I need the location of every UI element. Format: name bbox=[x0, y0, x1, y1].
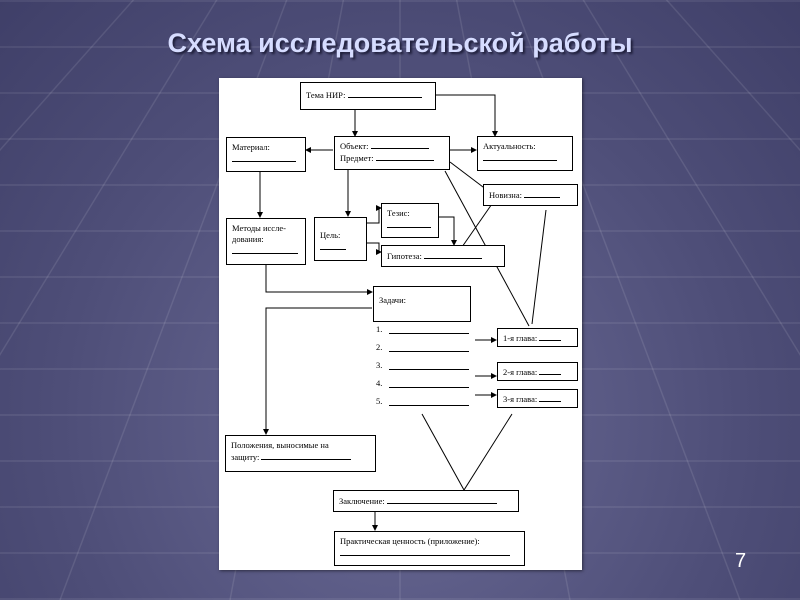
hypothesis-label: Гипотеза: bbox=[387, 251, 422, 261]
task-number-3: 3. bbox=[376, 360, 383, 370]
task-line-1 bbox=[389, 333, 469, 334]
chapter3-label: 3-я глава: bbox=[503, 394, 538, 404]
topic-box: Тема НИР: bbox=[300, 82, 436, 110]
relevance-box: Актуальность: bbox=[477, 136, 573, 171]
chapter2-box: 2-я глава: bbox=[497, 362, 578, 381]
arrow-tasks-defense bbox=[263, 307, 372, 435]
methods-label-line1: Методы иссле- bbox=[232, 223, 286, 233]
link-novelty-chapter1 bbox=[531, 209, 547, 325]
link-novelty-hypothesis bbox=[461, 200, 495, 248]
research-scheme-diagram: Тема НИР: Материал: Объект: Предмет: Акт… bbox=[219, 78, 582, 570]
relevance-label: Актуальность: bbox=[483, 141, 536, 151]
object-subject-box: Объект: Предмет: bbox=[334, 136, 450, 170]
hypothesis-box: Гипотеза: bbox=[381, 245, 505, 267]
arrow-topic-relevance bbox=[434, 94, 498, 137]
object-label: Объект: bbox=[340, 141, 369, 151]
methods-box: Методы иссле- дования: bbox=[226, 218, 306, 265]
task-line-4 bbox=[389, 387, 469, 388]
practical-value-box: Практическая ценность (приложение): bbox=[334, 531, 525, 566]
goal-label: Цель: bbox=[320, 230, 341, 240]
chapter3-box: 3-я глава: bbox=[497, 389, 578, 408]
task-number-1: 1. bbox=[376, 324, 383, 334]
thesis-box: Тезис: bbox=[381, 203, 439, 238]
page-number: 7 bbox=[735, 550, 747, 572]
material-box: Материал: bbox=[226, 137, 306, 172]
methods-label-line2: дования: bbox=[232, 234, 264, 244]
task-line-3 bbox=[389, 369, 469, 370]
tasks-label: Задачи: bbox=[379, 295, 406, 305]
novelty-label: Новизна: bbox=[489, 190, 522, 200]
goal-box: Цель: bbox=[314, 217, 367, 261]
thesis-label: Тезис: bbox=[387, 208, 410, 218]
task-number-4: 4. bbox=[376, 378, 383, 388]
task-line-2 bbox=[389, 351, 469, 352]
task-number-5: 5. bbox=[376, 396, 383, 406]
task-number-2: 2. bbox=[376, 342, 383, 352]
arrow-goal-hypothesis bbox=[366, 242, 382, 255]
practical-value-label: Практическая ценность (приложение): bbox=[340, 536, 480, 546]
defense-label-line2: защиту: bbox=[231, 452, 260, 462]
tasks-box: Задачи: bbox=[373, 286, 471, 322]
arrow-goal-thesis bbox=[366, 205, 382, 224]
diagram-connectors bbox=[257, 94, 547, 531]
conclusion-label: Заключение: bbox=[339, 496, 385, 506]
defense-label-line1: Положения, выносимые на bbox=[231, 440, 329, 450]
subject-label: Предмет: bbox=[340, 153, 374, 163]
chapter1-box: 1-я глава: bbox=[497, 328, 578, 347]
chapter2-label: 2-я глава: bbox=[503, 367, 538, 377]
link-object-novelty bbox=[449, 161, 488, 191]
arrow-thesis-hypothesis bbox=[439, 216, 457, 246]
link-chapters-conclusion bbox=[421, 413, 513, 491]
chapter1-label: 1-я глава: bbox=[503, 333, 538, 343]
task-line-5 bbox=[389, 405, 469, 406]
material-label: Материал: bbox=[232, 142, 270, 152]
conclusion-box: Заключение: bbox=[333, 490, 519, 512]
slide-title: Схема исследовательской работы bbox=[167, 28, 633, 58]
topic-label: Тема НИР: bbox=[306, 90, 346, 100]
defense-box: Положения, выносимые на защиту: bbox=[225, 435, 376, 472]
novelty-box: Новизна: bbox=[483, 184, 578, 206]
arrow-methods-tasks bbox=[265, 264, 373, 295]
